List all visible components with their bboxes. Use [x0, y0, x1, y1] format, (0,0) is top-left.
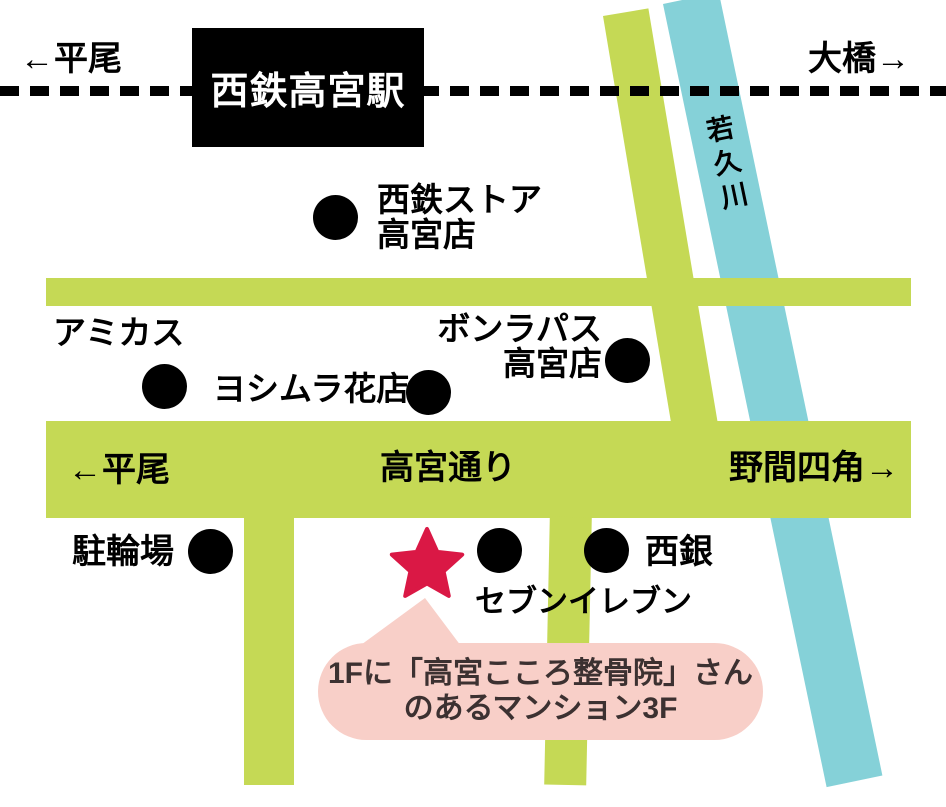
bubble-note-line1: 1Fに「高宮こころ整骨院」さん [327, 656, 753, 690]
speech-bubble-tail [354, 598, 464, 650]
label-yoshimura: ヨシムラ花店 [213, 370, 410, 407]
poi-dot-nishigin [584, 528, 629, 573]
poi-dot-yoshimura [406, 370, 451, 415]
railway-dashed-line [0, 86, 946, 96]
poi-dot-bonrapas [605, 338, 650, 383]
river-label: 若久川 [700, 112, 751, 219]
label-bonrapas-line1: ボンラパス [437, 310, 602, 347]
poi-dot-amikasu [142, 364, 187, 409]
label-rail-hirao: ←平尾 [20, 40, 122, 78]
road-takamiya-dori [46, 421, 911, 518]
road-vertical-left [244, 517, 294, 785]
station-box: 西鉄高宮駅 [192, 28, 424, 147]
label-nishigin: 西銀 [645, 533, 713, 571]
label-bonrapas-line2: 高宮店 [503, 344, 602, 382]
label-bonrapas: ボンラパス 高宮店 [415, 310, 602, 382]
label-nishitetsu-store-line1: 西鉄ストア [377, 181, 542, 218]
poi-dot-churinjo [188, 529, 233, 574]
label-road-takamiya-dori: 高宮通り [380, 449, 516, 487]
bubble-note-line2: のあるマンション3F [403, 691, 678, 725]
label-road-noma-yosumi: 野間四角→ [729, 449, 899, 487]
road-horizontal-upper [46, 278, 911, 306]
location-star-icon [389, 527, 465, 598]
station-name: 西鉄高宮駅 [210, 71, 406, 113]
poi-dot-seven-eleven [477, 528, 522, 573]
label-nishitetsu-store-line2: 高宮店 [377, 215, 476, 253]
label-churinjo: 駐輪場 [72, 533, 174, 571]
label-seven-eleven: セブンイレブン [475, 584, 692, 619]
label-rail-ohashi: 大橋→ [808, 40, 910, 78]
label-road-hirao: ←平尾 [68, 451, 170, 489]
poi-dot-nishitetsu-store [313, 195, 358, 240]
label-amikasu: アミカス [53, 314, 185, 351]
speech-bubble: 1Fに「高宮こころ整骨院」さん のあるマンション3F [318, 643, 763, 740]
label-nishitetsu-store: 西鉄ストア 高宮店 [377, 181, 542, 253]
